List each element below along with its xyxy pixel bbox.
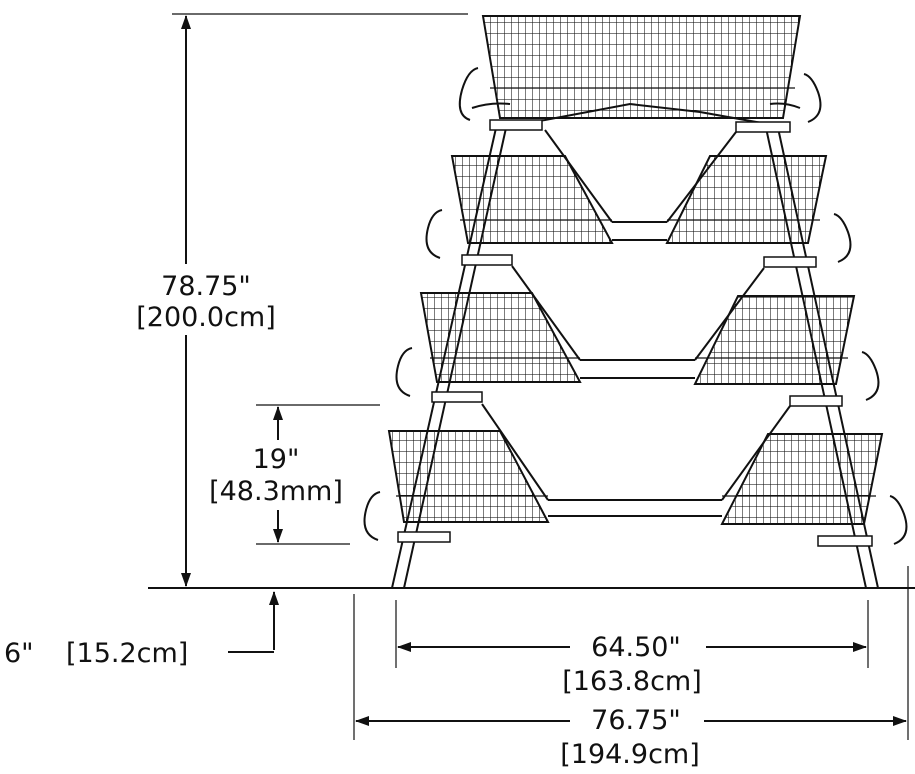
tier-height-dimension	[256, 404, 380, 545]
overall-width-metric: [194.9cm]	[560, 739, 700, 770]
ground-clearance-metric: [15.2cm]	[66, 638, 188, 669]
tier-height-imperial: 19"	[253, 444, 300, 475]
total-height-dimension	[172, 13, 468, 587]
tier-1-cage	[458, 15, 822, 133]
inner-width-imperial: 64.50"	[591, 632, 681, 663]
inner-width-metric: [163.8cm]	[562, 666, 702, 697]
inner-width-dimension	[395, 600, 869, 668]
cage-structure	[363, 15, 908, 589]
ground-clearance-imperial: 6"	[4, 638, 34, 669]
overall-width-imperial: 76.75"	[591, 705, 681, 736]
tier-3-cage	[395, 265, 880, 407]
total-height-imperial: 78.75"	[161, 271, 251, 302]
tier-2-cage	[425, 129, 852, 268]
ground-clearance-dimension	[228, 591, 279, 653]
tier-height-metric: [48.3mm]	[209, 476, 343, 507]
overall-width-dimension	[353, 566, 909, 740]
total-height-metric: [200.0cm]	[136, 302, 276, 333]
tier-4-cage	[363, 403, 908, 547]
